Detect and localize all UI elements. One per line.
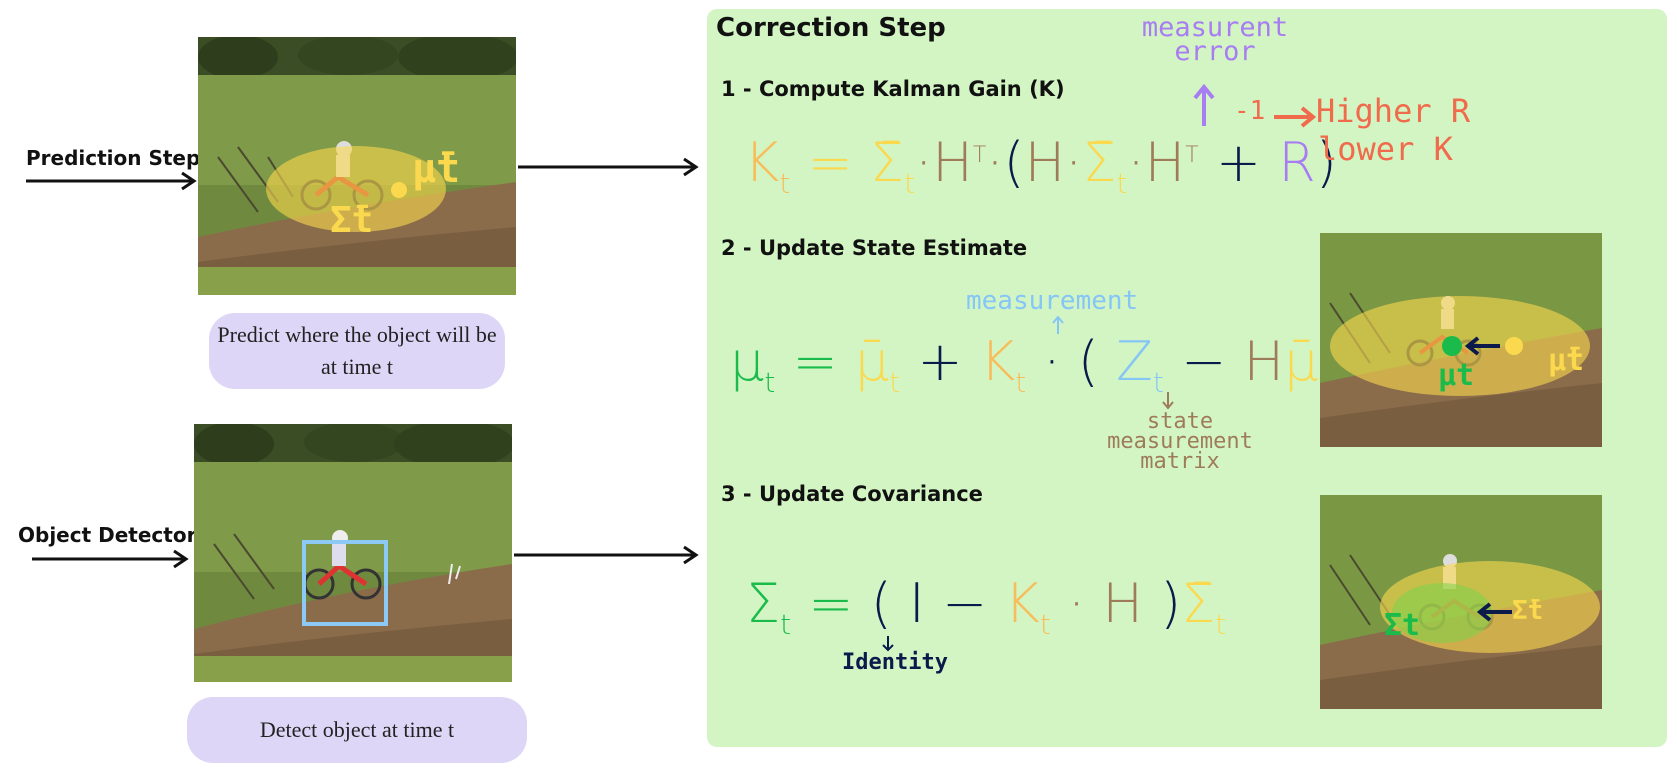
step1-title: 1 - Compute Kalman Gain (K) bbox=[721, 77, 1065, 101]
measurement-error-annotation: measurent error bbox=[1141, 12, 1289, 67]
detector-image bbox=[194, 424, 512, 682]
detector-caption: Detect object at time t bbox=[187, 697, 527, 763]
covariance-update-equation: Σt = ( I − Kt · H )Σ̄t bbox=[746, 572, 1227, 641]
prediction-sigma-bar-label: Σ̄t bbox=[330, 200, 374, 241]
step2-title: 2 - Update State Estimate bbox=[721, 236, 1028, 260]
state-update-image bbox=[1320, 233, 1602, 447]
higher-r-note: Higher R bbox=[1316, 92, 1471, 130]
state-measurement-matrix-annotation: state measurement matrix bbox=[1107, 409, 1253, 474]
correction-title: Correction Step bbox=[716, 13, 946, 43]
identity-annotation: Identity bbox=[842, 650, 948, 675]
prediction-step-label: Prediction Step bbox=[26, 146, 201, 170]
image-mu-bar-label: μ̄t bbox=[1548, 343, 1585, 378]
covariance-update-image bbox=[1320, 495, 1602, 709]
up-arrow-icon bbox=[1193, 84, 1215, 126]
image-sigma-bar-label: Σ̄t bbox=[1512, 596, 1544, 626]
measurement-annotation: measurement bbox=[966, 286, 1139, 316]
kalman-exponent: -1 bbox=[1234, 96, 1266, 126]
state-update-equation: μt = μ̄t + Kt · ( Zt − Hμ̄t ) bbox=[730, 330, 1368, 399]
prediction-input-arrow bbox=[26, 171, 197, 191]
image-mu-label: μt bbox=[1438, 358, 1475, 393]
step3-title: 3 - Update Covariance bbox=[721, 482, 983, 506]
small-down-arrow-icon bbox=[1162, 392, 1174, 410]
right-arrow-icon bbox=[1274, 106, 1316, 128]
image-sigma-label: Σt bbox=[1384, 608, 1421, 643]
detector-input-arrow bbox=[32, 549, 189, 569]
detector-to-correction-arrow bbox=[514, 545, 699, 565]
bounding-box bbox=[302, 540, 388, 626]
identity-down-arrow-icon bbox=[882, 636, 894, 652]
lower-k-note: lower K bbox=[1318, 130, 1453, 168]
prediction-to-correction-arrow bbox=[518, 157, 699, 177]
small-up-arrow-icon bbox=[1052, 315, 1064, 334]
prediction-mu-bar-label: μ̄t bbox=[412, 146, 461, 192]
prediction-image bbox=[198, 37, 516, 295]
object-detector-label: Object Detector bbox=[18, 523, 197, 547]
prediction-caption: Predict where the object will be at time… bbox=[209, 313, 505, 389]
kalman-gain-equation: Kt = Σ̄t·HT·(H·Σ̄t·HT + R) bbox=[744, 131, 1337, 200]
